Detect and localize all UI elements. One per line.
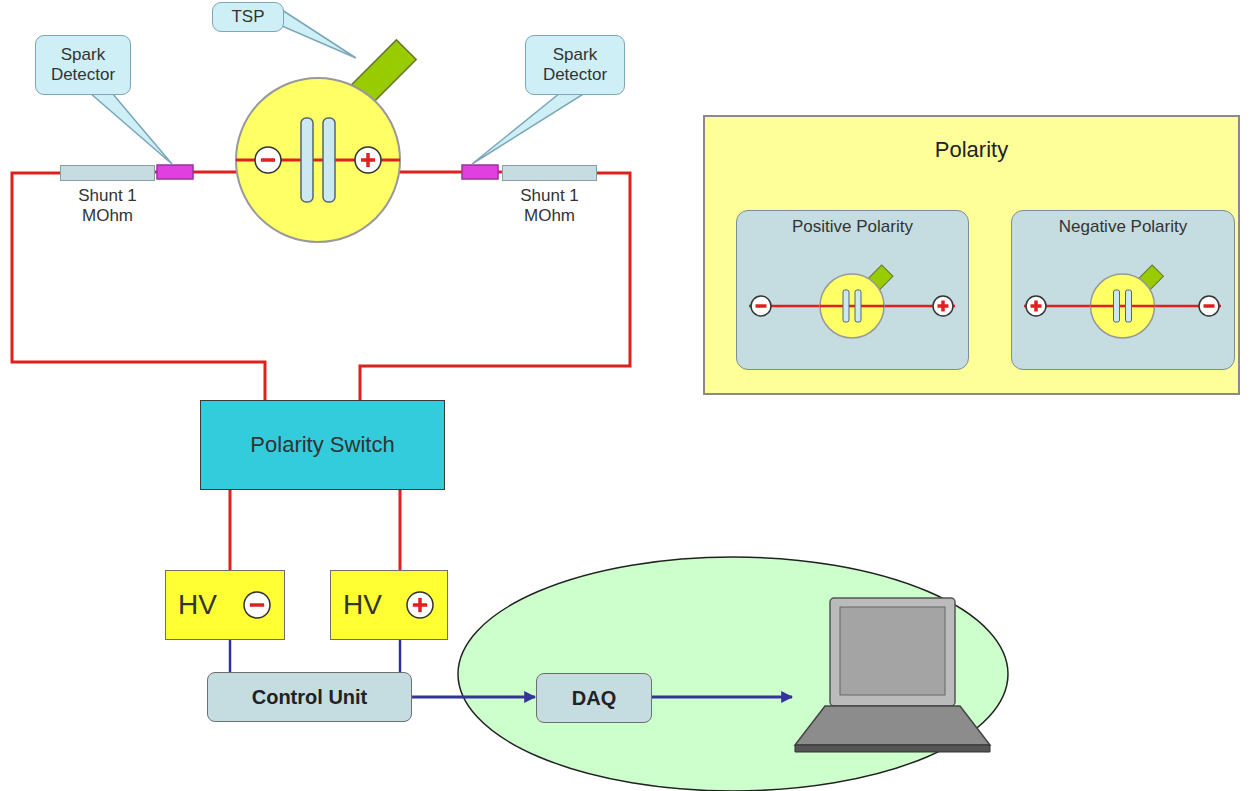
pc-zone [458, 557, 1008, 791]
spark-detector [157, 165, 193, 179]
wire-connector [412, 696, 535, 699]
wire-connector [399, 490, 402, 570]
node-label: Spark Detector [36, 45, 130, 84]
wire-connector [12, 173, 265, 400]
shunt-resistor: Shunt 1 MOhm [50, 164, 165, 230]
callout-tail [282, 10, 356, 58]
daq-box: DAQ [536, 673, 652, 723]
polarity-icon [737, 251, 967, 361]
resistor-body [60, 165, 155, 181]
node-label: Polarity [935, 137, 1008, 162]
switch-box: Polarity Switch [200, 400, 445, 490]
spark-detector [462, 165, 498, 179]
plus-symbol [355, 147, 381, 173]
resistor-body [502, 165, 597, 181]
minus-symbol [242, 590, 272, 620]
minus-symbol [255, 147, 281, 173]
wire-connector [360, 173, 630, 400]
power-supply: HV [165, 570, 285, 640]
callout-tail [90, 93, 172, 164]
electrode-plate [301, 118, 313, 202]
data-arrow [652, 696, 792, 699]
power-supply: HV [330, 570, 448, 640]
polarity-panel: Positive Polarity [736, 210, 969, 370]
callout-box: Spark Detector [525, 35, 625, 95]
laptop-icon [795, 598, 990, 752]
node-label: Positive Polarity [792, 217, 913, 237]
electrode-plate [323, 118, 335, 202]
callout-tail [472, 93, 585, 164]
wire-connector [229, 640, 232, 672]
shunt-resistor: Shunt 1 MOhm [492, 164, 607, 230]
polarity-panel: Negative Polarity [1011, 210, 1235, 370]
node-label: Shunt 1 MOhm [68, 186, 148, 225]
polarity-icon [1012, 251, 1233, 361]
callout-box: TSP [212, 2, 284, 32]
node-label: HV [178, 589, 217, 621]
plus-symbol [405, 590, 435, 620]
node-label: Negative Polarity [1059, 217, 1188, 237]
legend-panel: Positive Polarity Negative Polarity Polari… [703, 115, 1240, 395]
control-box: Control Unit [207, 672, 412, 722]
node-label: HV [343, 589, 382, 621]
wire-connector [229, 490, 232, 570]
node-label: DAQ [572, 687, 616, 710]
node-label: Polarity Switch [250, 432, 394, 457]
callout-box: Spark Detector [35, 35, 131, 95]
node-label: Control Unit [252, 686, 368, 709]
node-label: TSP [231, 7, 264, 27]
wire-connector [399, 640, 402, 672]
tsp-cell [236, 78, 400, 242]
node-label: Shunt 1 MOhm [510, 186, 590, 225]
node-label: Spark Detector [526, 45, 624, 84]
